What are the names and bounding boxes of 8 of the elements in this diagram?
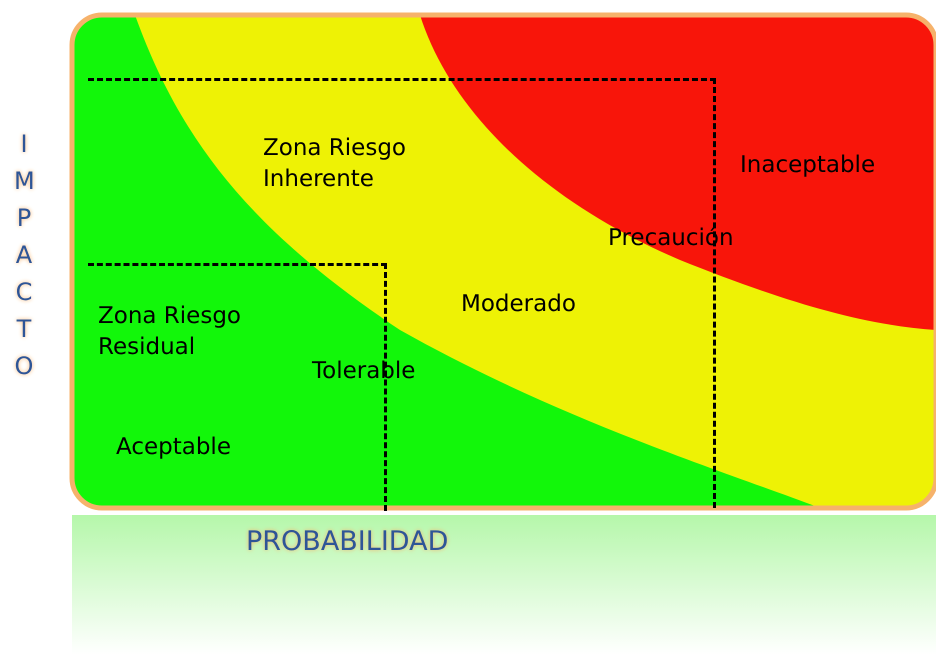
- risk-level-label: Inaceptable: [740, 151, 876, 179]
- risk-level-label: Tolerable: [312, 357, 416, 385]
- axis-title: PROBABILIDAD: [246, 528, 448, 556]
- risk-level-label: Moderado: [461, 290, 576, 318]
- risk-level-label: Aceptable: [116, 433, 231, 461]
- zone-title: Zona Riesgo Residual: [98, 302, 242, 362]
- zone-title: Zona Riesgo Inherente: [263, 134, 407, 194]
- axis-title: IMPACTO: [14, 129, 34, 382]
